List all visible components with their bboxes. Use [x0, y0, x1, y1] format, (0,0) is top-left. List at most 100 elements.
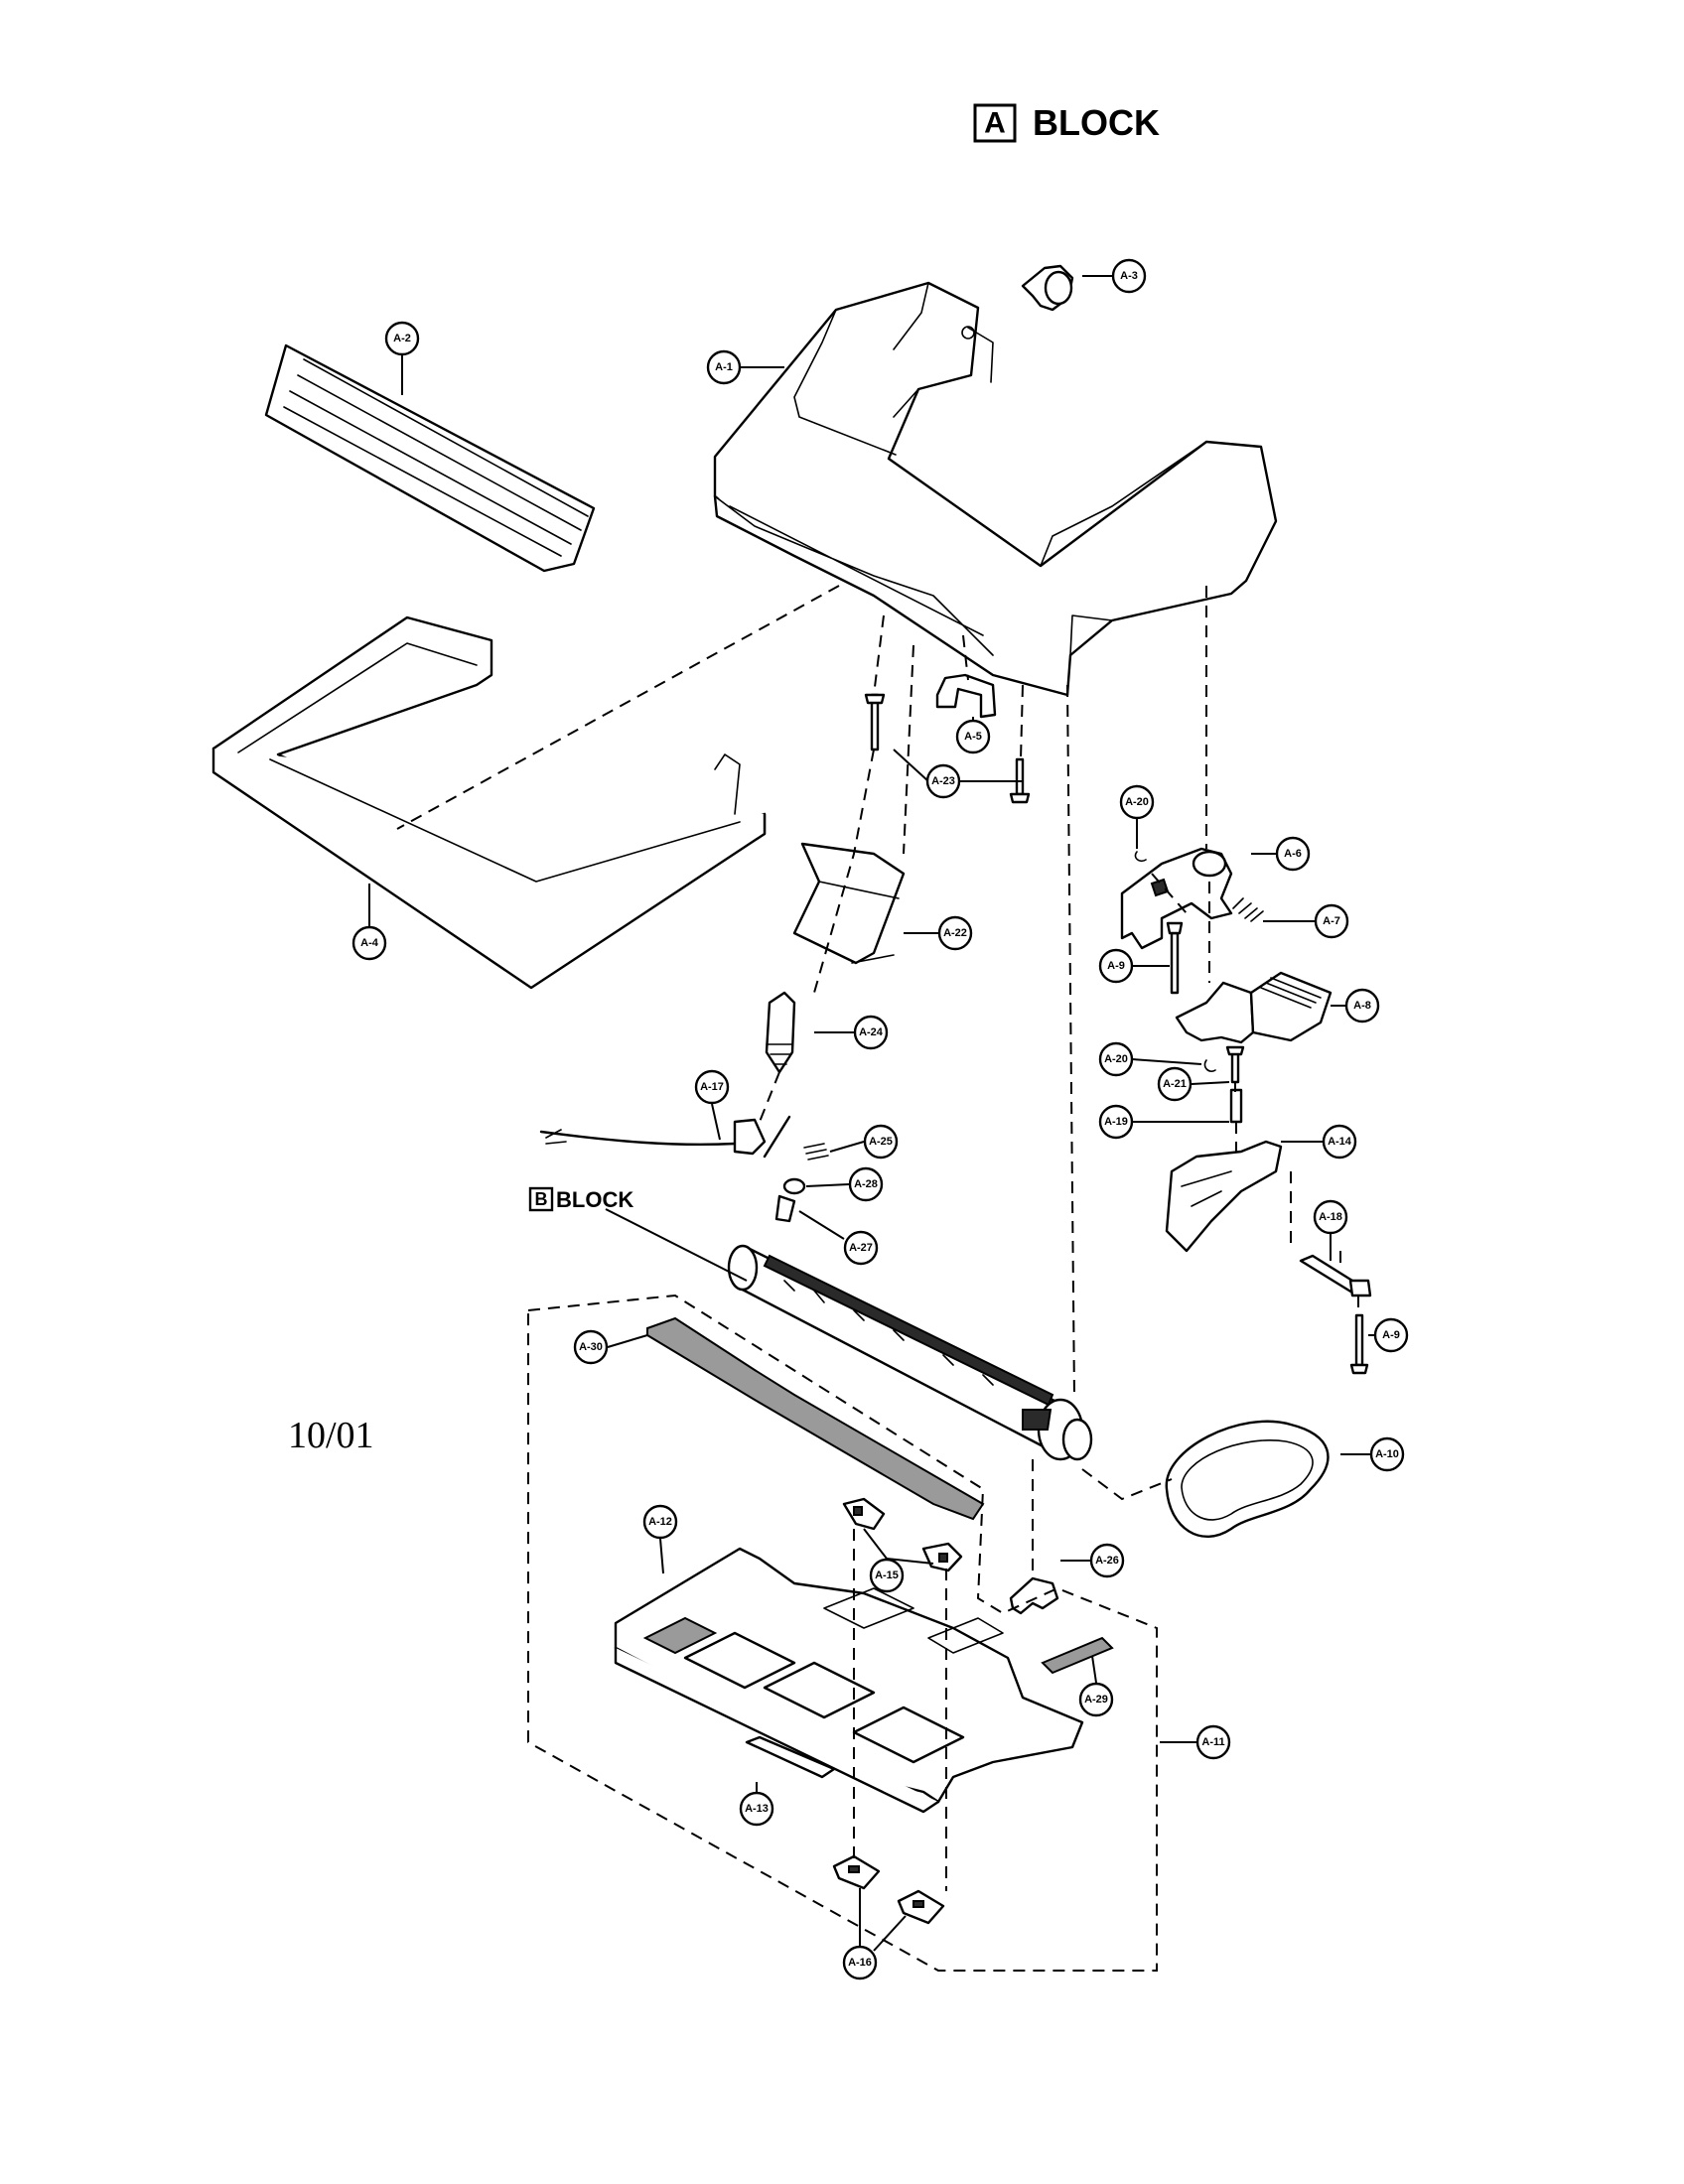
callout-a29: A-29	[1078, 1682, 1114, 1717]
svg-text:A-9: A-9	[1107, 960, 1125, 972]
callout-a2: A-2	[384, 321, 420, 356]
svg-text:A-26: A-26	[1095, 1555, 1119, 1567]
callout-a9-lower: A-9	[1373, 1317, 1409, 1353]
svg-text:A-1: A-1	[715, 361, 733, 373]
svg-text:A-21: A-21	[1163, 1078, 1187, 1090]
callout-a11: A-11	[1195, 1724, 1231, 1760]
block-a-header: A BLOCK	[973, 102, 1160, 143]
svg-text:A-8: A-8	[1353, 1000, 1371, 1012]
block-a-letter: A	[984, 107, 1006, 140]
svg-text:A-28: A-28	[854, 1178, 878, 1190]
svg-text:A-20: A-20	[1125, 796, 1149, 808]
callout-a28: A-28	[848, 1166, 884, 1202]
part-a2-bumper-strip	[264, 343, 596, 573]
svg-text:A-24: A-24	[859, 1026, 884, 1038]
part-a7-spring	[1232, 897, 1264, 922]
svg-text:A-11: A-11	[1201, 1736, 1224, 1748]
part-a29-strip	[1041, 1636, 1114, 1675]
callout-a25: A-25	[863, 1124, 899, 1160]
part-a17-cord-socket	[539, 1115, 791, 1159]
part-a26-bracket	[1009, 1576, 1059, 1615]
svg-text:A-15: A-15	[875, 1570, 899, 1581]
callout-a15: A-15	[869, 1558, 905, 1593]
part-a10-drive-belt	[1165, 1420, 1330, 1539]
part-a23-screws	[864, 693, 1031, 804]
callout-a17: A-17	[694, 1069, 730, 1105]
svg-text:A-5: A-5	[964, 731, 982, 743]
svg-text:A-14: A-14	[1328, 1136, 1352, 1148]
callout-a18: A-18	[1313, 1199, 1348, 1235]
callout-a19: A-19	[1098, 1104, 1134, 1140]
part-a3-knob	[1021, 264, 1074, 312]
part-a20-clip-upper	[1134, 851, 1147, 863]
part-a19-pin	[1229, 1088, 1243, 1124]
callout-a7: A-7	[1314, 903, 1349, 939]
callout-a24: A-24	[853, 1015, 889, 1050]
leader-lines	[368, 275, 1375, 1952]
callout-a6: A-6	[1275, 836, 1311, 872]
part-brush-roll	[727, 1244, 1093, 1461]
block-b-label: B BLOCK	[528, 1186, 633, 1212]
callout-a13: A-13	[739, 1791, 774, 1827]
part-a9-screw-lower	[1349, 1313, 1369, 1375]
part-a24-bulb	[765, 991, 796, 1074]
svg-text:A-17: A-17	[700, 1081, 724, 1093]
svg-text:A-2: A-2	[393, 333, 411, 344]
svg-text:A-3: A-3	[1120, 270, 1138, 282]
svg-text:A-10: A-10	[1375, 1448, 1399, 1460]
part-a25-spring	[803, 1143, 829, 1160]
callout-a16: A-16	[842, 1945, 878, 1980]
callout-a1: A-1	[706, 349, 742, 385]
revision-date: 10/01	[288, 1415, 374, 1456]
part-a27-screw	[774, 1194, 796, 1223]
svg-text:A-16: A-16	[848, 1957, 872, 1969]
part-a22-shield	[792, 842, 906, 965]
callout-a30: A-30	[573, 1329, 609, 1365]
part-a4-base-frame	[211, 615, 767, 990]
part-a9-screw-upper	[1166, 921, 1184, 995]
part-a14-lever	[1165, 1140, 1283, 1253]
svg-text:A-18: A-18	[1319, 1211, 1342, 1223]
part-a28-washer	[782, 1177, 806, 1195]
callout-a8: A-8	[1344, 988, 1380, 1024]
svg-text:A-6: A-6	[1284, 848, 1302, 860]
svg-text:A-12: A-12	[648, 1516, 672, 1528]
svg-text:A-25: A-25	[869, 1136, 893, 1148]
part-a21-pin	[1225, 1045, 1245, 1084]
part-a30-strip	[646, 1316, 985, 1521]
svg-text:A-13: A-13	[745, 1803, 769, 1815]
callout-a26: A-26	[1089, 1543, 1125, 1578]
callout-a23: A-23	[925, 763, 961, 799]
part-a5-clip	[935, 673, 997, 719]
callout-a20-lower: A-20	[1098, 1041, 1134, 1077]
block-b-letter: B	[535, 1189, 548, 1209]
part-a15-clips	[842, 1497, 963, 1572]
callout-a9-upper: A-9	[1098, 948, 1134, 984]
callout-a21: A-21	[1157, 1066, 1193, 1102]
part-a16-clips	[832, 1854, 945, 1925]
svg-text:A-19: A-19	[1104, 1116, 1128, 1128]
callout-a10: A-10	[1369, 1436, 1405, 1472]
part-a6-bracket	[1120, 847, 1233, 950]
part-a20-clip-lower	[1203, 1059, 1216, 1072]
svg-text:A-27: A-27	[849, 1242, 873, 1254]
callout-a5: A-5	[955, 719, 991, 754]
callout-a27: A-27	[843, 1230, 879, 1266]
callout-a12: A-12	[642, 1504, 678, 1540]
svg-text:A-30: A-30	[579, 1341, 603, 1353]
part-a1-main-housing	[713, 281, 1278, 697]
part-a18-shaft	[1299, 1254, 1372, 1297]
svg-text:A-22: A-22	[943, 927, 967, 939]
svg-text:A-23: A-23	[931, 775, 955, 787]
part-a12-bottom-plate	[614, 1547, 1084, 1814]
svg-text:A-9: A-9	[1382, 1329, 1400, 1341]
part-a13-label	[745, 1735, 836, 1779]
callout-a22: A-22	[937, 915, 973, 951]
callout-a14: A-14	[1322, 1124, 1357, 1160]
block-a-title: BLOCK	[1033, 102, 1160, 143]
callout-a4: A-4	[351, 925, 387, 961]
assembly-lines	[396, 585, 1359, 1972]
svg-text:A-7: A-7	[1323, 915, 1340, 927]
svg-text:A-20: A-20	[1104, 1053, 1128, 1065]
